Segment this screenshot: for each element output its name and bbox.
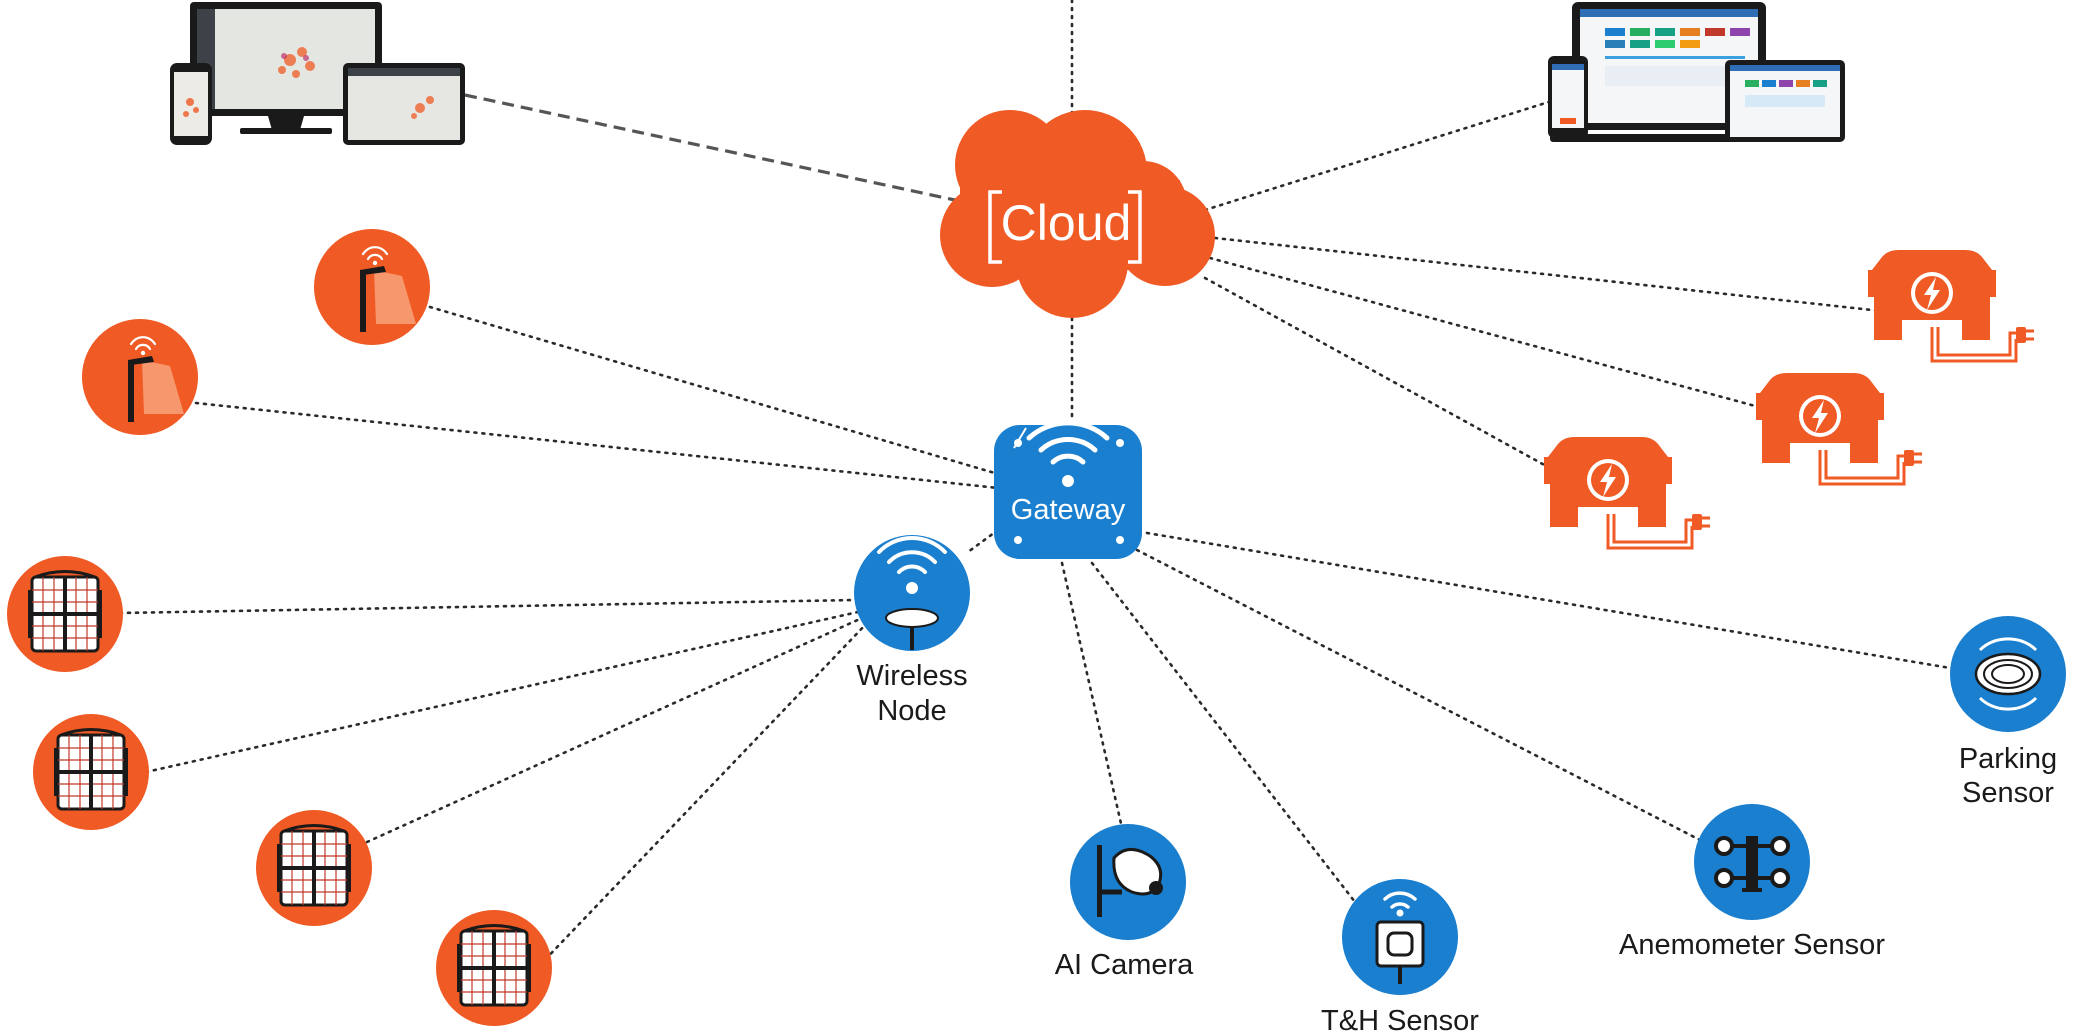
node-to-flood-light-1-line (118, 598, 857, 615)
map-dashboard-devices (170, 2, 465, 145)
ev-charger-3 (1542, 435, 1712, 550)
flood-light-1 (7, 556, 123, 672)
flood-light-icon (455, 923, 533, 1007)
gateway-to-anemometer-line (1135, 548, 1702, 842)
camera-icon (1097, 845, 1163, 917)
ev-charger-icon (1542, 435, 1712, 550)
wireless-node-label-line2: Node (877, 695, 946, 727)
street-light-1 (314, 229, 430, 345)
ev-charger-1 (1866, 248, 2036, 363)
gateway-to-ai-camera-line (1060, 561, 1124, 830)
wireless-node: Wireless Node (854, 535, 970, 727)
gateway-to-street-light-1-line (428, 305, 1000, 476)
node-to-flood-light-2-line (144, 610, 860, 774)
wireless-node-label-line1: Wireless (856, 660, 967, 692)
wireless-node-icon (877, 536, 947, 650)
cloud-icon (940, 110, 1215, 318)
gateway-label: Gateway (1011, 494, 1126, 526)
cloud-to-map-dashboard-line (464, 93, 956, 202)
node-to-flood-light-3-line (365, 616, 864, 844)
wifi-icon (1026, 420, 1110, 465)
cloud-to-ev-charger-2-line (1208, 256, 1772, 412)
flood-light-icon (275, 823, 353, 907)
flood-light-2 (33, 714, 149, 830)
analytics-dashboard-devices-icon (1548, 2, 1845, 142)
flood-light-icon (26, 569, 104, 653)
gateway-node: Gateway (994, 420, 1142, 559)
th-sensor-node: T&H Sensor (1321, 879, 1479, 1032)
map-dashboard-devices-icon (170, 2, 465, 145)
flood-light-4 (436, 910, 552, 1026)
cloud-to-analytics-dashboard-line (1203, 98, 1557, 212)
flood-light-3 (256, 810, 372, 926)
ev-charger-icon (1866, 248, 2036, 363)
parking-sensor-icon (1974, 637, 2042, 711)
ai-camera-label: AI Camera (1055, 949, 1194, 981)
cloud-to-ev-charger-1-line (1213, 236, 1892, 314)
th-sensor-label: T&H Sensor (1321, 1005, 1479, 1032)
flood-light-icon (52, 727, 130, 811)
analytics-dashboard-devices (1548, 2, 1845, 142)
parking-sensor-label-line1: Parking (1959, 743, 2057, 775)
ev-charger-2 (1754, 371, 1924, 486)
cloud-node: Cloud (940, 110, 1215, 318)
anemometer-icon (1714, 836, 1790, 892)
cloud-to-ev-charger-3-line (1203, 276, 1570, 480)
ai-camera-node: AI Camera (1055, 824, 1194, 981)
parking-sensor-label-line2: Sensor (1962, 777, 2054, 809)
cloud-label: Cloud (1001, 195, 1132, 251)
thermometer-sensor-icon (1375, 891, 1425, 984)
gateway-to-street-light-2-line (194, 401, 1000, 490)
node-to-flood-light-4-line (538, 620, 870, 967)
gateway-to-wireless-node-line (966, 528, 1000, 554)
street-light-2 (82, 319, 198, 435)
connection-lines (118, 0, 1964, 967)
anemometer-sensor-label: Anemometer Sensor (1619, 929, 1885, 961)
ev-charger-icon (1754, 371, 1924, 486)
gateway-to-th-sensor-line (1090, 561, 1357, 904)
gateway-to-parking-sensor-line (1145, 531, 1964, 672)
anemometer-sensor-node: Anemometer Sensor (1619, 804, 1885, 961)
parking-sensor-node: Parking Sensor (1950, 616, 2066, 809)
